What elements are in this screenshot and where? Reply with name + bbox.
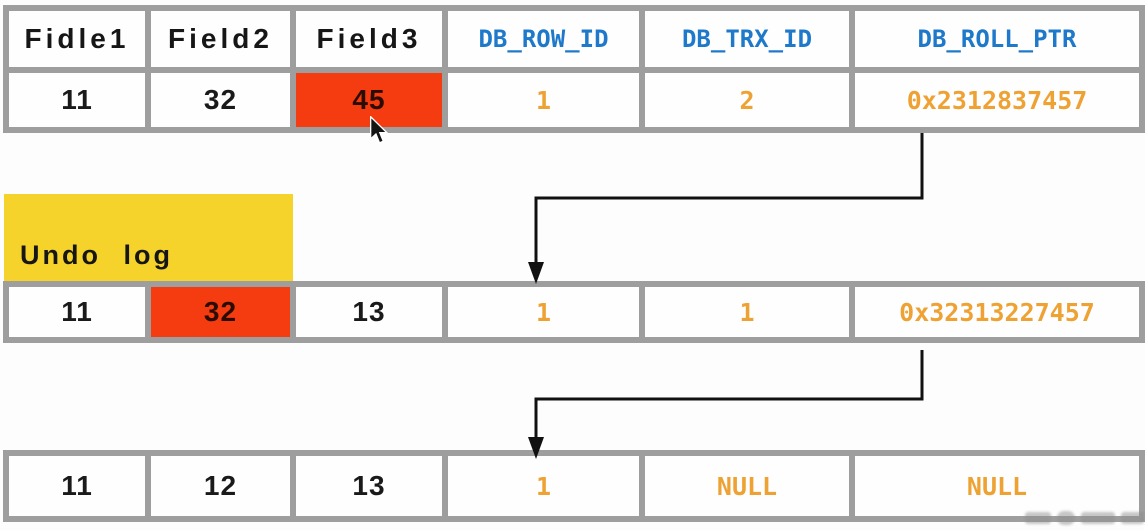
arrow-version1-to-version2: [534, 350, 924, 440]
current-row-db-row-id-value: 1: [448, 73, 639, 127]
column-header-db-roll-ptr: DB_ROLL_PTR: [855, 11, 1139, 67]
undo2-field2-value: 12: [151, 456, 290, 516]
current-row-table: Fidle1 Field2 Field3 DB_ROW_ID DB_TRX_ID…: [3, 5, 1145, 133]
undo-log-label: Undo log: [4, 194, 293, 281]
watermark-glyph: [1081, 512, 1115, 524]
undo2-db-roll-ptr-value: NULL: [855, 456, 1139, 516]
undo2-db-trx-id-value: NULL: [645, 456, 849, 516]
undo1-field1-value: 11: [9, 287, 145, 337]
current-row-db-roll-ptr-value: 0x2312837457: [855, 73, 1139, 127]
undo-log-version1-row: 11 32 13 1 1 0x32313227457: [3, 281, 1145, 343]
undo2-field3-value: 13: [296, 456, 442, 516]
undo-log-version2-row: 11 12 13 1 NULL NULL: [3, 450, 1145, 522]
undo1-field3-value: 13: [296, 287, 442, 337]
undo1-db-roll-ptr-value: 0x32313227457: [855, 287, 1139, 337]
column-header-field2: Field2: [151, 11, 290, 67]
watermark-glyph: [1121, 512, 1144, 524]
current-row-field1-value: 11: [9, 73, 145, 127]
undo1-field2-value-highlighted: 32: [151, 287, 290, 337]
column-header-field3: Field3: [296, 11, 442, 67]
column-header-db-trx-id: DB_TRX_ID: [645, 11, 849, 67]
watermark-glyph: [1025, 512, 1051, 524]
column-header-field1: Fidle1: [9, 11, 145, 67]
current-row-field3-value-highlighted: 45: [296, 73, 442, 127]
undo2-field1-value: 11: [9, 456, 145, 516]
undo1-db-row-id-value: 1: [448, 287, 639, 337]
undo2-db-row-id-value: 1: [448, 456, 639, 516]
watermark-glyph: [1057, 511, 1075, 525]
undo1-db-trx-id-value: 1: [645, 287, 849, 337]
column-header-db-row-id: DB_ROW_ID: [448, 11, 639, 67]
watermark: [1002, 507, 1144, 529]
arrow-roll-ptr-to-version1: [534, 133, 924, 264]
current-row-field2-value: 32: [151, 73, 290, 127]
current-row-db-trx-id-value: 2: [645, 73, 849, 127]
undo-log-label-text: Undo log: [20, 240, 173, 270]
